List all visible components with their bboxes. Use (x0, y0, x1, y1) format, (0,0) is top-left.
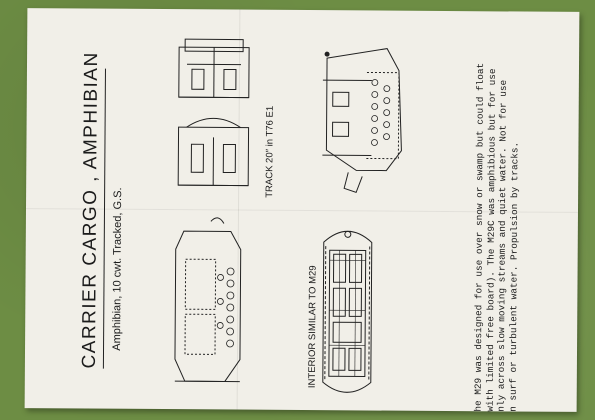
document-sheet: CARRIER CARGO , AMPHIBIAN Amphibian, 10 … (24, 8, 580, 412)
description-paragraph: The M29 was designed for use over snow o… (473, 17, 522, 412)
front-elevation-drawing (177, 117, 250, 187)
left-side-drawing (174, 217, 242, 383)
track-label: TRACK 20″ in T76 E1 (264, 105, 276, 198)
interior-plan-drawing (322, 230, 373, 393)
document-subtitle: Amphibian, 10 cwt. Tracked, G.S. (111, 187, 125, 351)
technical-drawings (174, 38, 402, 393)
rear-elevation-drawing (178, 38, 250, 99)
document-title: CARRIER CARGO , AMPHIBIAN (78, 51, 106, 369)
interior-label: INTERIOR SIMILAR TO M29 (306, 265, 319, 389)
side-profile-drawing (322, 48, 402, 194)
